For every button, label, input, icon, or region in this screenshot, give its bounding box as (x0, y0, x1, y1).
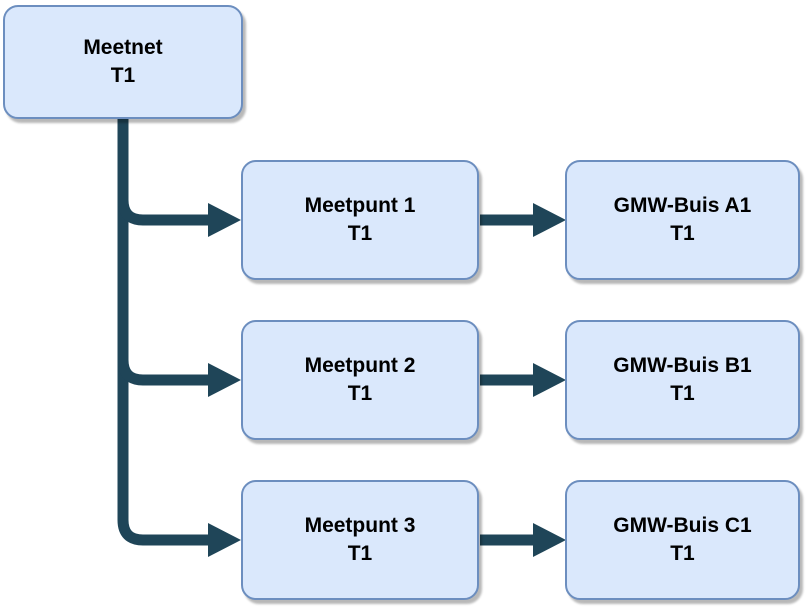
node-subtitle: T1 (347, 382, 373, 405)
node-meetpunt-1: Meetpunt 1 T1 (241, 160, 479, 280)
arrowhead-icon-row1 (208, 203, 241, 237)
node-meetnet: Meetnet T1 (3, 5, 243, 119)
node-subtitle: T1 (110, 64, 136, 87)
node-meetpunt-2: Meetpunt 2 T1 (241, 320, 479, 440)
node-subtitle: T1 (670, 222, 695, 245)
arrowhead-icon-end-row2 (533, 363, 566, 397)
node-subtitle: T1 (670, 382, 695, 405)
node-title: GMW-Buis B1 (613, 354, 752, 377)
node-title: Meetpunt 1 (304, 194, 416, 217)
node-subtitle: T1 (347, 222, 373, 245)
branch-connector-row1 (117, 192, 209, 226)
node-gmw-buis-c1: GMW-Buis C1 T1 (565, 480, 800, 600)
arrowhead-icon-row3 (208, 523, 241, 557)
trunk-connector (117, 118, 209, 546)
node-gmw-buis-a1: GMW-Buis A1 T1 (565, 160, 800, 280)
arrowhead-icon-end-row3 (533, 523, 566, 557)
node-title: Meetnet (83, 36, 163, 59)
arrowhead-icon-row2 (208, 363, 241, 397)
node-title: GMW-Buis C1 (613, 514, 752, 537)
branch-connector-row2 (117, 352, 209, 386)
node-title: Meetpunt 3 (304, 514, 416, 537)
node-subtitle: T1 (347, 542, 373, 565)
arrowhead-icon-end-row1 (533, 203, 566, 237)
node-title: GMW-Buis A1 (613, 194, 752, 217)
node-title: Meetpunt 2 (304, 354, 416, 377)
node-subtitle: T1 (670, 542, 695, 565)
node-meetpunt-3: Meetpunt 3 T1 (241, 480, 479, 600)
node-gmw-buis-b1: GMW-Buis B1 T1 (565, 320, 800, 440)
